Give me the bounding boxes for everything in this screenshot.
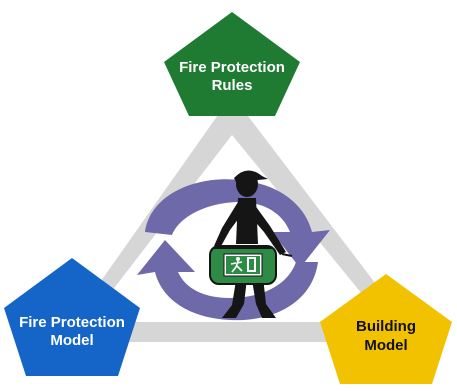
node-fire-protection-rules: Fire Protection Rules (164, 12, 300, 116)
node-building-model: Building Model (320, 274, 452, 384)
pentagon-green (164, 12, 300, 116)
node-right-label-line2: Model (364, 337, 407, 354)
figure-cap (234, 170, 268, 182)
figure-left-arm (214, 202, 242, 248)
node-top-label-line1: Fire Protection (179, 59, 285, 76)
pentagon-yellow (320, 274, 452, 384)
figure-hand-right (281, 253, 293, 257)
node-right-label-line1: Building (356, 318, 416, 335)
person-carrying-exit-sign-bag-icon (209, 170, 293, 318)
figure-torso (236, 198, 258, 244)
running-man-exit-icon (223, 253, 263, 277)
circular-arrows-icon (137, 179, 330, 321)
node-left-label-line2: Model (50, 332, 93, 349)
cycle-arrow-lower (137, 240, 318, 321)
node-top-label-line2: Rules (212, 77, 253, 94)
pentagon-blue (4, 258, 140, 376)
figure-right-arm (252, 204, 286, 255)
node-fire-protection-model: Fire Protection Model (4, 258, 140, 376)
cycle-arrow-upper (145, 179, 330, 268)
node-left-label-line1: Fire Protection (19, 314, 125, 331)
